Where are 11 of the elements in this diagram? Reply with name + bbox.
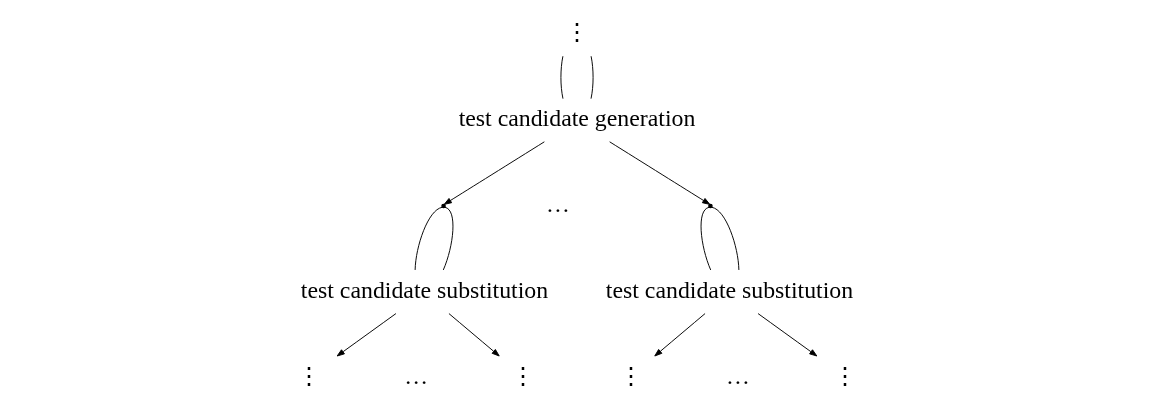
node-text: ⋮: [833, 362, 858, 389]
node-text: test candidate substitution: [605, 276, 854, 303]
label: …: [725, 362, 750, 389]
node-text: test candidate generation: [458, 105, 696, 132]
label: …: [546, 190, 570, 217]
node-text: ⋮: [511, 362, 536, 389]
node-text: ⋮: [565, 19, 589, 46]
node-text: ⋮: [618, 362, 643, 389]
node-text: ⋮: [296, 362, 321, 389]
label: …: [404, 362, 429, 389]
node-text: test candidate substitution: [300, 276, 549, 303]
